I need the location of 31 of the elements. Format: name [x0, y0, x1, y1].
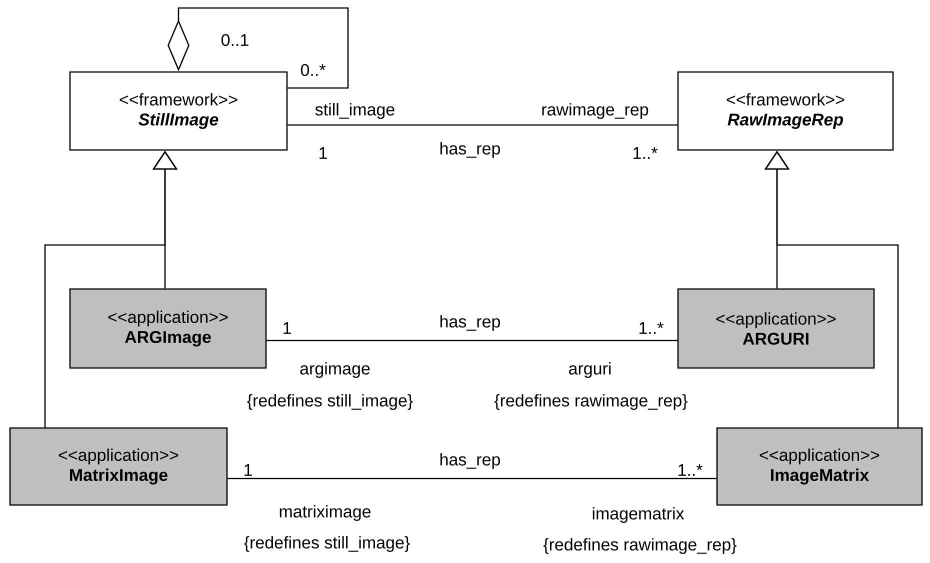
- role-label: 1: [244, 464, 252, 476]
- class-box: <<framework>> StillImage: [69, 71, 288, 151]
- edge-label: has_rep: [438, 314, 502, 332]
- class-box: <<application>> ARGURI: [677, 288, 875, 369]
- role-label: {redefines still_image}: [244, 536, 410, 552]
- class-box: <<framework>> RawImageRep: [677, 71, 894, 151]
- role-label: still_image: [315, 103, 394, 119]
- aggregation-line: [168, 7, 349, 89]
- role-label: 1: [320, 147, 327, 159]
- edge-label: has_rep: [438, 141, 502, 159]
- role-label: 1..*: [634, 147, 658, 159]
- role-label: 1: [284, 322, 291, 334]
- association-line: [288, 124, 678, 126]
- role-label: argimage: [300, 362, 370, 378]
- association-line: [228, 478, 716, 480]
- association-line: [266, 340, 678, 342]
- role-label: rawimage_rep: [542, 103, 648, 119]
- role-label: 1..*: [678, 464, 702, 476]
- edge-label: has_rep: [438, 452, 502, 470]
- role-label: matriximage: [280, 505, 371, 521]
- role-label: 0..1: [221, 34, 248, 46]
- role-label: {redefines still_image}: [247, 394, 413, 410]
- role-label: 1..*: [640, 322, 664, 334]
- role-label: {redefines rawimage_rep}: [494, 394, 688, 410]
- role-label: 0..*: [300, 64, 326, 76]
- class-box: <<application>> ARGImage: [69, 288, 267, 369]
- class-box: <<application>> MatrixImage: [9, 427, 228, 506]
- role-label: {redefines rawimage_rep}: [543, 538, 736, 554]
- role-label: arguri: [569, 362, 611, 378]
- class-box: <<application>> ImageMatrix: [716, 427, 923, 506]
- role-label: imagematrix: [592, 507, 684, 523]
